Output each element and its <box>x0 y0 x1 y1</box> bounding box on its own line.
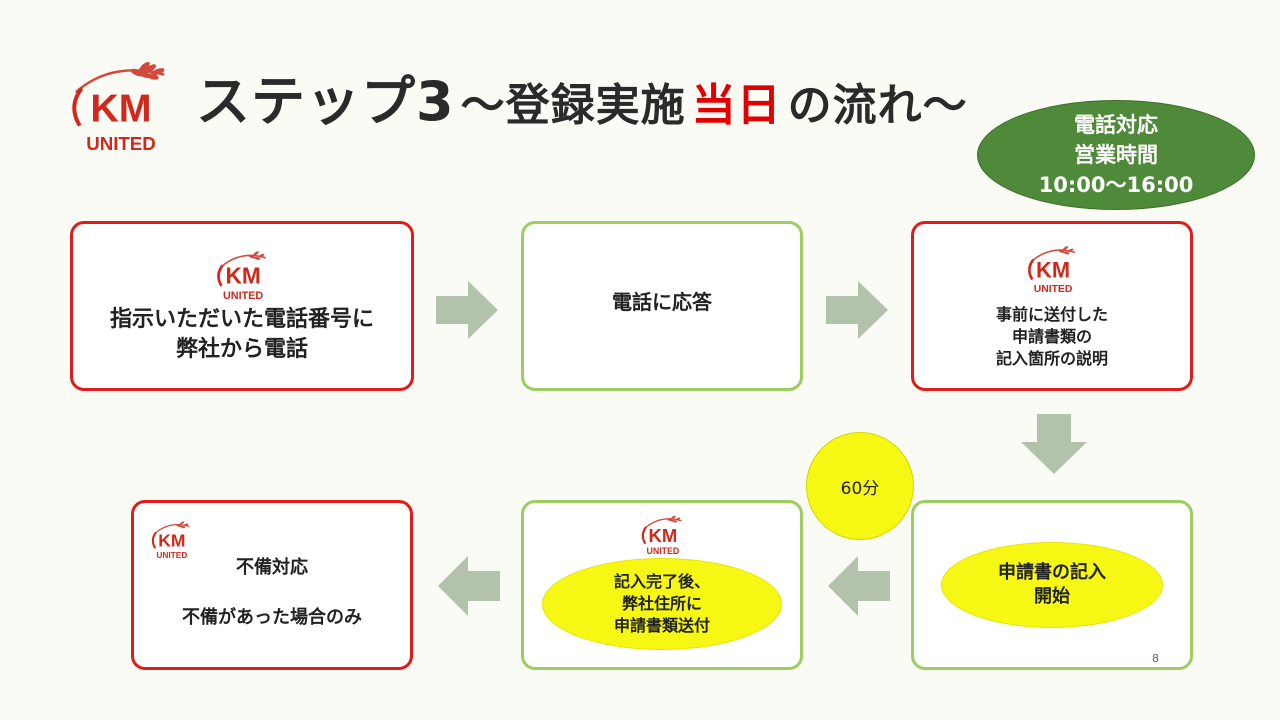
duration-badge: 60分 <box>806 432 914 540</box>
svg-text:KM: KM <box>649 525 678 546</box>
step-call-box: KM UNITED 指示いただいた電話番号に 弊社から電話 <box>70 221 414 391</box>
arrow-left-icon <box>828 556 890 616</box>
step-deficiency-box: KM UNITED 不備対応 不備があった場合のみ <box>131 500 413 670</box>
svg-text:KM: KM <box>1036 257 1070 282</box>
step-send-line2: 弊社住所に <box>621 594 702 613</box>
hours-line3: 10:00～16:00 <box>1038 173 1194 197</box>
hours-line2: 営業時間 <box>1074 143 1158 167</box>
km-united-logo: KM UNITED <box>151 521 190 560</box>
step-fill-line2: 開始 <box>1034 586 1070 607</box>
step-send-line3: 申請書類送付 <box>613 616 710 635</box>
step-send-line1: 記入完了後、 <box>613 572 710 591</box>
step-explain-box: KM UNITED 事前に送付した 申請書類の 記入箇所の説明 <box>911 221 1193 391</box>
svg-text:UNITED: UNITED <box>223 290 263 301</box>
title-sub-highlight: 当日 <box>691 80 782 131</box>
step-explain-line2: 申請書類の <box>1011 327 1092 346</box>
svg-text:UNITED: UNITED <box>647 546 680 556</box>
step-send-box: KM UNITED 記入完了後、 弊社住所に 申請書類送付 <box>521 500 803 670</box>
title-step: ステップ3 <box>196 70 455 133</box>
km-united-logo: KM UNITED <box>1028 246 1076 294</box>
step-fill-line1: 申請書の記入 <box>998 562 1106 583</box>
step-explain-line1: 事前に送付した <box>995 305 1108 324</box>
svg-text:UNITED: UNITED <box>86 133 156 154</box>
title-sub-suffix: の流れ～ <box>787 80 968 131</box>
duration-text: 60分 <box>840 478 880 499</box>
svg-text:KM: KM <box>225 263 260 289</box>
step-call-line2: 弊社から電話 <box>175 337 308 362</box>
wheat-icon <box>1058 246 1074 255</box>
step-fill-highlight: 申請書の記入 開始 <box>941 542 1163 628</box>
hours-line1: 電話対応 <box>1074 113 1158 137</box>
svg-text:UNITED: UNITED <box>1034 284 1073 294</box>
step-deficiency-title: 不備対応 <box>236 557 308 578</box>
svg-text:KM: KM <box>158 531 185 551</box>
arrow-down-icon <box>1021 414 1087 474</box>
step-explain-line3: 記入箇所の説明 <box>995 349 1108 368</box>
km-united-logo: KM UNITED <box>217 251 266 301</box>
business-hours-badge: 電話対応 営業時間 10:00～16:00 <box>977 100 1255 210</box>
wheat-icon <box>176 521 189 529</box>
step-fill-box: 申請書の記入 開始 <box>911 500 1193 670</box>
step-send-highlight: 記入完了後、 弊社住所に 申請書類送付 <box>542 558 782 650</box>
title-sub-prefix: ～登録実施 <box>460 80 686 131</box>
svg-text:UNITED: UNITED <box>156 550 187 560</box>
step-answer-text: 電話に応答 <box>612 289 712 314</box>
arrow-right-icon <box>826 281 888 339</box>
step-deficiency-note: 不備があった場合のみ <box>182 607 362 628</box>
wheat-icon <box>74 61 165 94</box>
km-united-logo: KM UNITED <box>641 515 682 556</box>
wheat-icon <box>667 515 681 523</box>
arrow-left-icon <box>438 556 500 616</box>
arrow-right-icon <box>436 281 498 339</box>
step-call-line1: 指示いただいた電話番号に <box>109 307 374 332</box>
page-number: 8 <box>1152 652 1159 665</box>
wheat-icon <box>248 251 265 260</box>
km-united-logo: KM UNITED <box>72 61 165 154</box>
svg-text:KM: KM <box>90 87 151 131</box>
step-answer-box: 電話に応答 <box>521 221 803 391</box>
page-title: ステップ3～登録実施当日の流れ～ <box>196 62 968 142</box>
